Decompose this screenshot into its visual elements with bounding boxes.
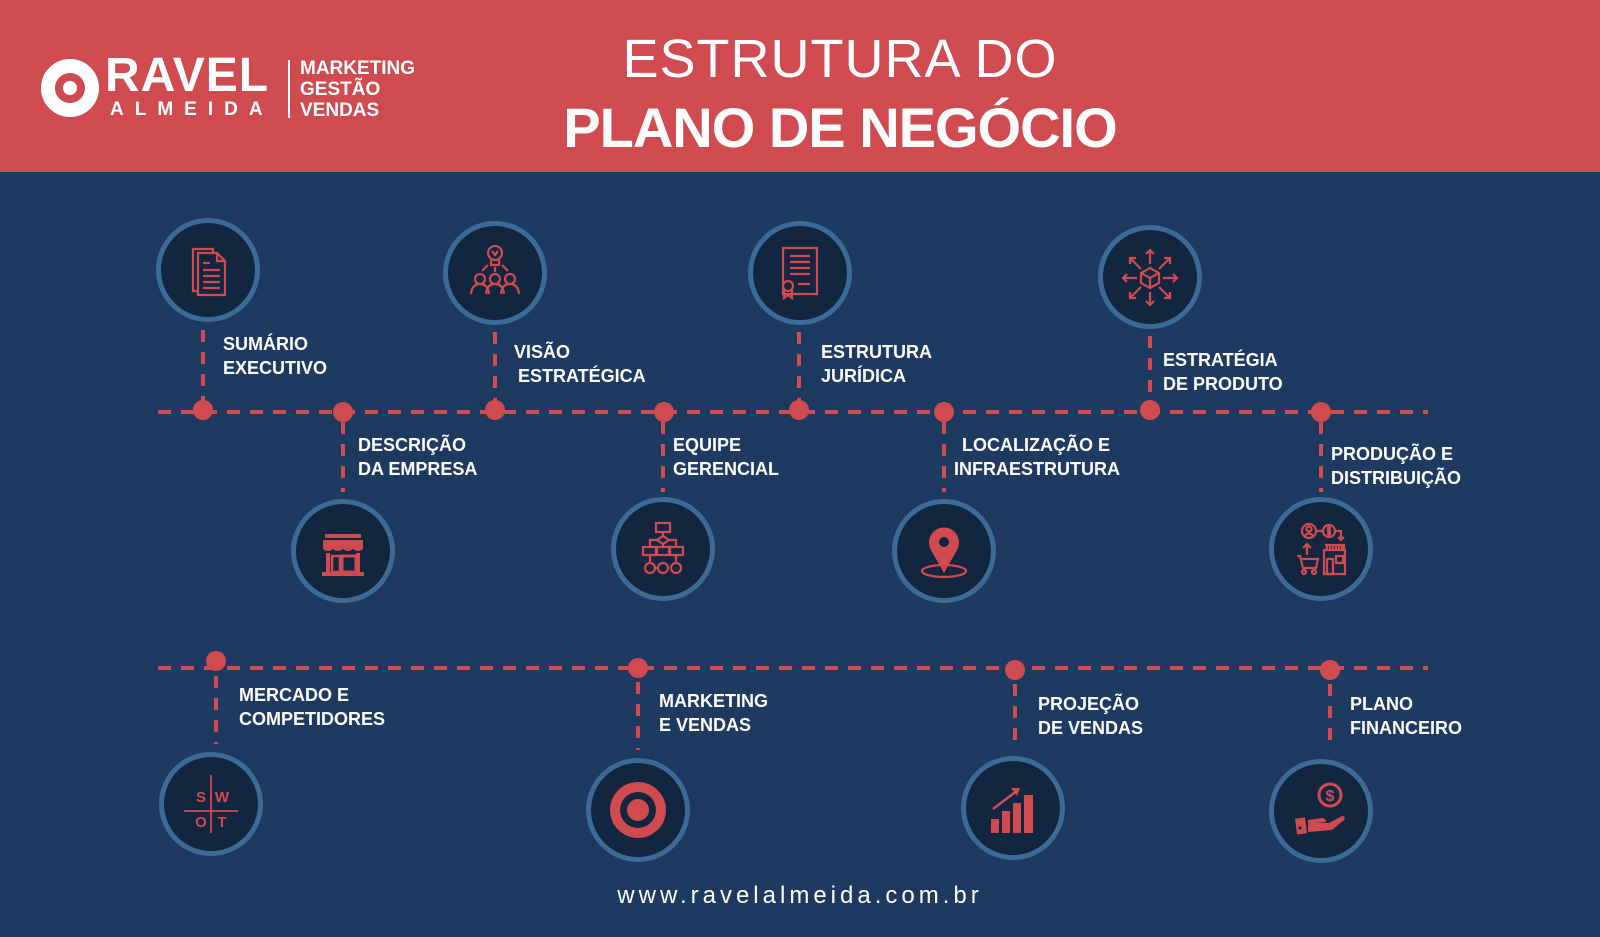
item-label: SUMÁRIO EXECUTIVO (223, 334, 328, 378)
item-label: EQUIPE GERENCIAL (673, 435, 780, 479)
page-title-line2: PLANO DE NEGÓCIO (563, 96, 1117, 159)
timeline-dot (628, 658, 648, 678)
item-label: LOCALIZAÇÃO E INFRAESTRUTURA (954, 435, 1120, 479)
timeline-dot (654, 402, 674, 422)
money-hand-icon: $ (1294, 782, 1345, 835)
icon-circle (443, 221, 547, 325)
icon-circle (586, 758, 690, 862)
page-title-line1: ESTRUTURA DO (622, 29, 1058, 89)
swot-icon: S W O T (184, 775, 238, 833)
connector (1319, 422, 1323, 492)
website-link[interactable]: www.ravelalmeida.com.br (617, 882, 983, 909)
logo-name: RAVEL (105, 49, 270, 102)
org-chart-icon (641, 521, 685, 575)
icon-circle: $ (1269, 759, 1373, 863)
connector (942, 422, 946, 492)
timeline-dot (1311, 402, 1331, 422)
connector (493, 332, 497, 402)
target-icon (610, 782, 666, 838)
svg-text:T: T (217, 814, 226, 831)
svg-text:W: W (215, 789, 230, 806)
timeline-dot (1140, 400, 1160, 420)
timeline-dot (193, 400, 213, 420)
timeline-dot (206, 651, 226, 671)
growth-chart-icon (991, 788, 1033, 833)
item-label: MARKETING E VENDAS (659, 691, 768, 735)
connector (341, 422, 345, 492)
connector (1328, 684, 1332, 750)
connector (201, 330, 205, 402)
timeline-dot (485, 400, 505, 420)
timeline-dot (333, 402, 353, 422)
item-label: VISÃO ESTRATÉGICA (514, 342, 646, 386)
icon-circle (961, 756, 1065, 860)
svg-text:S: S (196, 789, 206, 806)
connector (1013, 684, 1017, 750)
icon-circle (291, 499, 395, 603)
certificate-icon (781, 246, 819, 301)
connector (636, 682, 640, 750)
item-label: ESTRUTURA JURÍDICA (821, 342, 932, 386)
connector (1148, 336, 1152, 402)
connector (214, 676, 218, 744)
svg-text:$: $ (1326, 788, 1335, 805)
connector (797, 332, 801, 402)
item-label: PROJEÇÃO DE VENDAS (1038, 694, 1144, 738)
logo-target-icon (41, 59, 99, 117)
icon-circle (1269, 497, 1373, 601)
header-banner: RAVEL ALMEIDA MARKETING GESTÃO VENDAS ES… (0, 0, 1600, 172)
item-label: DESCRIÇÃO DA EMPRESA (358, 435, 478, 479)
tagline-vendas: VENDAS (300, 100, 380, 121)
item-label: MERCADO E COMPETIDORES (239, 685, 386, 729)
timeline-dot (1320, 660, 1340, 680)
logo-divider (288, 60, 290, 118)
timeline-dot (1005, 660, 1025, 680)
documents-icon (191, 247, 227, 297)
timeline-dot (789, 400, 809, 420)
logo-surname: ALMEIDA (110, 99, 274, 120)
idea-team-icon (469, 244, 521, 295)
timeline-line-row2 (158, 666, 1428, 670)
icon-circle (748, 221, 852, 325)
logo-tagline: MARKETING GESTÃO VENDAS (300, 58, 415, 121)
location-pin-icon (920, 527, 968, 579)
icon-circle (1098, 225, 1202, 329)
item-label: ESTRATÉGIA DE PRODUTO (1163, 350, 1283, 394)
icon-circle (611, 497, 715, 601)
icon-circle (892, 499, 996, 603)
icon-circle: S W O T (159, 752, 263, 856)
item-label: PRODUÇÃO E DISTRIBUIÇÃO (1331, 444, 1461, 488)
icon-circle (156, 218, 260, 322)
timeline-dot (934, 402, 954, 422)
tagline-gestao: GESTÃO (300, 79, 381, 100)
storefront-icon (322, 534, 364, 576)
product-distribution-icon (1121, 248, 1179, 307)
supply-chain-icon (1297, 522, 1347, 576)
connector (661, 422, 665, 492)
tagline-marketing: MARKETING (300, 58, 416, 79)
svg-text:O: O (195, 814, 207, 831)
item-label: PLANO FINANCEIRO (1350, 694, 1462, 738)
